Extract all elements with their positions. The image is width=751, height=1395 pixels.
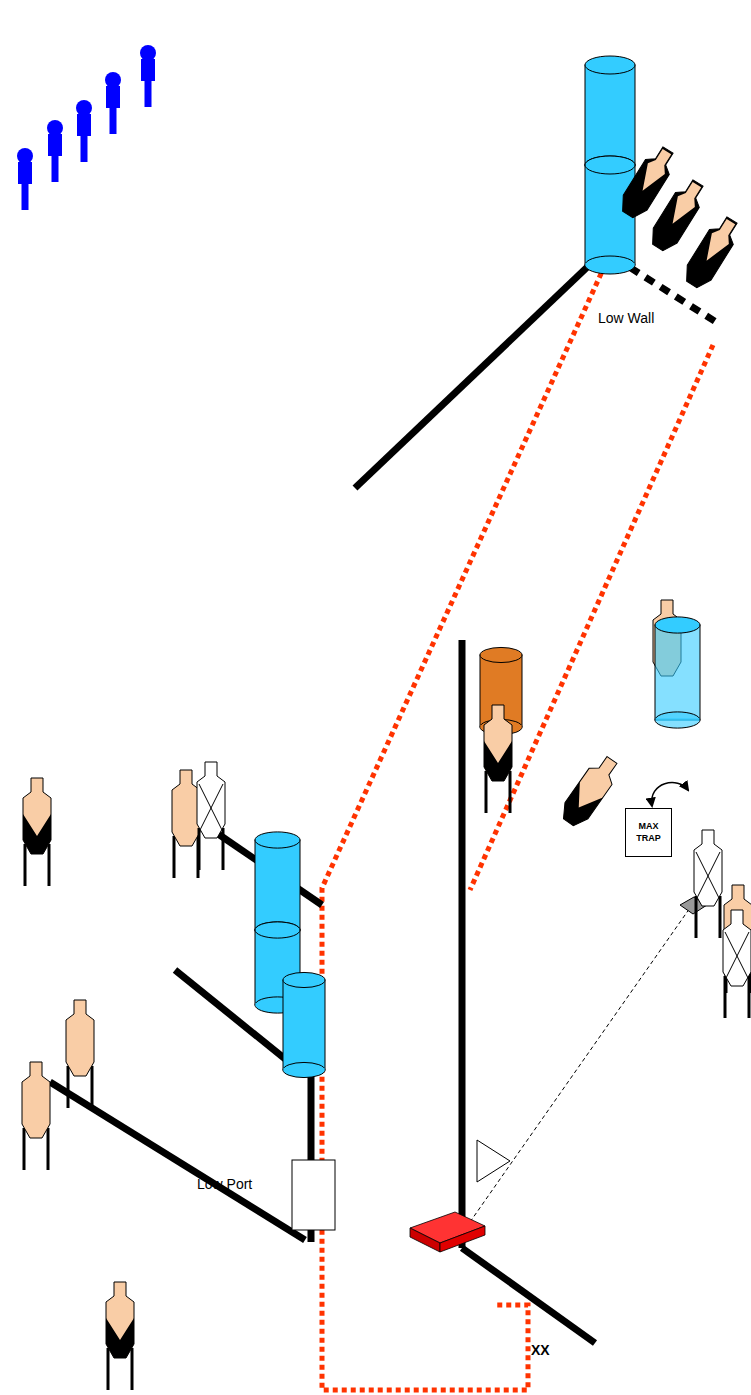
start-label: XX (531, 1343, 550, 1358)
barrel (283, 972, 325, 1077)
target (557, 752, 624, 830)
target (680, 213, 744, 292)
steel-popper (105, 72, 121, 134)
wall-label: Low Wall (598, 311, 654, 326)
max-trap-box: MAX TRAP (625, 808, 672, 857)
target (22, 1062, 50, 1170)
target (724, 885, 751, 993)
fault-line (322, 265, 713, 1390)
trap-cable (470, 905, 692, 1222)
target (23, 778, 51, 886)
walls (50, 255, 600, 1343)
target (197, 762, 225, 870)
port-label: Low Port (197, 1177, 252, 1192)
barrel (655, 617, 700, 728)
swing-arrow (652, 783, 688, 806)
steel-popper (17, 148, 33, 210)
activator-plate (410, 1212, 485, 1252)
target (66, 1000, 94, 1108)
steel-popper (47, 120, 63, 182)
target (106, 1282, 134, 1390)
start-marker (477, 1140, 510, 1182)
target (694, 830, 722, 938)
target (723, 910, 751, 1018)
node-text: MAX TRAP (631, 821, 667, 844)
low-port (292, 1160, 335, 1230)
target (484, 705, 512, 813)
barrel (255, 832, 300, 938)
barrel (585, 156, 635, 274)
steel-popper (140, 45, 156, 107)
target (172, 770, 200, 878)
target (646, 176, 710, 255)
barrel (585, 56, 635, 174)
steel-popper (76, 100, 92, 162)
